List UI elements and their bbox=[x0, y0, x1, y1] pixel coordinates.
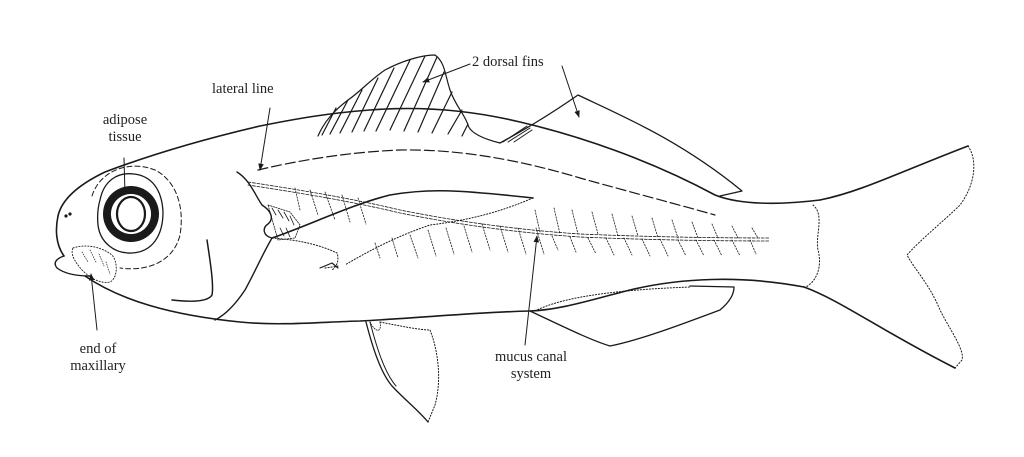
eye-outer-ring bbox=[96, 173, 164, 254]
label-dorsal-fins: 2 dorsal fins bbox=[472, 54, 544, 70]
nostril bbox=[64, 214, 68, 218]
leader-adipose-tissue bbox=[122, 157, 128, 195]
pectoral-fin-lower bbox=[344, 197, 534, 266]
pupil bbox=[115, 195, 147, 233]
caudal-fin-margin bbox=[906, 145, 975, 369]
label-adipose-tissue: adipose tissue bbox=[102, 112, 148, 145]
second-dorsal-fin bbox=[499, 94, 743, 197]
caudal-fin-lower-edge bbox=[803, 286, 956, 369]
leader-dorsal-fin-1 bbox=[422, 63, 471, 83]
body-outline-bottom bbox=[84, 275, 805, 325]
gill-hatching bbox=[267, 204, 301, 241]
preopercle bbox=[171, 239, 214, 302]
eye-orbit-dashed bbox=[91, 165, 182, 270]
mucus-canal-main bbox=[247, 181, 771, 239]
opercle-edge bbox=[214, 171, 273, 321]
label-lateral-line: lateral line bbox=[212, 81, 274, 97]
mucus-canal-branches bbox=[294, 187, 759, 259]
leader-end-of-maxillary bbox=[88, 273, 98, 331]
caudal-fin-upper-edge bbox=[819, 145, 969, 201]
leader-mucus-canal bbox=[524, 235, 540, 346]
pelvic-fin bbox=[365, 321, 440, 423]
body-outline-top bbox=[57, 107, 821, 217]
pectoral-fin-upper bbox=[271, 189, 534, 239]
lower-jaw bbox=[54, 255, 91, 277]
caudal-peduncle-boundary bbox=[805, 204, 820, 288]
adipose-eyelid-hatching bbox=[103, 186, 159, 242]
maxillary-bone bbox=[71, 245, 117, 283]
leader-lateral-line bbox=[258, 107, 271, 171]
leader-dorsal-fin-2 bbox=[561, 65, 580, 118]
label-mucus-canal-system: mucus canal system bbox=[494, 349, 568, 382]
nostril bbox=[68, 212, 72, 216]
snout bbox=[55, 215, 65, 257]
anal-fin bbox=[529, 285, 735, 347]
first-dorsal-fin bbox=[317, 54, 501, 144]
label-end-of-maxillary: end of maxillary bbox=[70, 341, 126, 374]
lateral-line bbox=[257, 149, 716, 216]
